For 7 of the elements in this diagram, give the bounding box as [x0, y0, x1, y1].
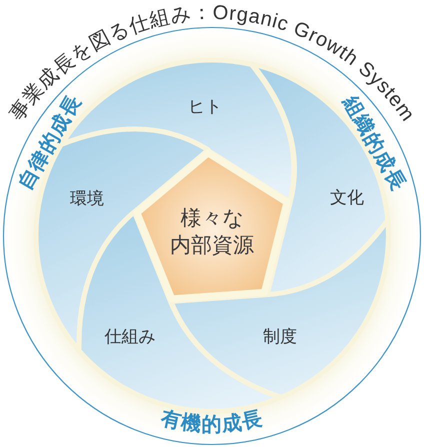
blade-label: 制度	[262, 326, 297, 347]
blade-label: 環境	[70, 188, 104, 209]
ring-label: 有機的成長	[158, 406, 266, 436]
center-label: 様々な内部資源	[170, 206, 255, 259]
blade-label: ヒト	[188, 96, 222, 117]
blade-label: 仕組み	[104, 326, 156, 347]
blade-label: 文化	[330, 188, 364, 208]
